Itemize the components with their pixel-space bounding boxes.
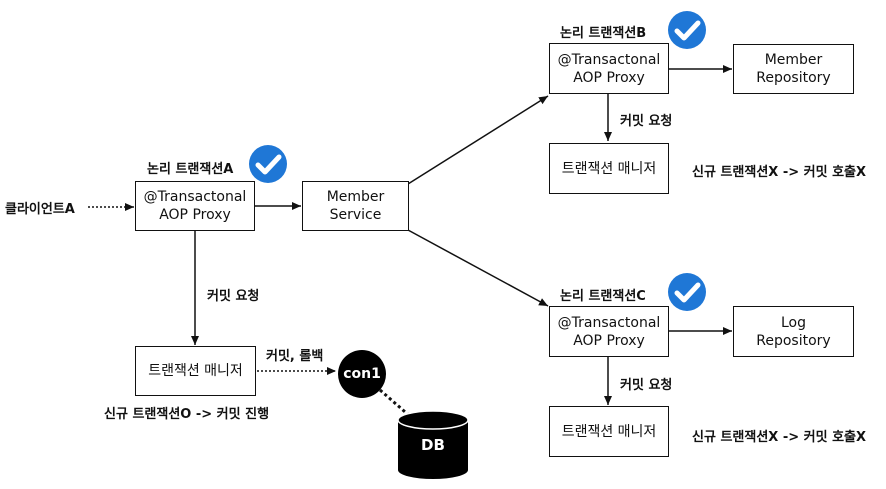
service-to-proxy-c-arrow: [407, 229, 549, 307]
commit-request-a: 커밋 요청: [207, 289, 260, 304]
check-icon-c: [668, 273, 706, 311]
service-to-proxy-b-arrow: [407, 95, 549, 185]
con-to-db-line: [379, 388, 413, 420]
transaction-b-note: 신규 트랜잭션X -> 커밋 호출X: [692, 165, 867, 180]
member-service-line1: Member: [326, 189, 385, 205]
log-repository-box: Log Repository: [733, 306, 854, 357]
proxy-a-box: @Transactonal AOP Proxy: [135, 181, 255, 231]
transaction-c-title: 논리 트랜잭션C: [560, 289, 646, 304]
manager-a-label: 트랜잭션 매니저: [148, 363, 243, 379]
connection-node: con1: [338, 350, 386, 398]
commit-request-b: 커밋 요청: [620, 114, 673, 129]
member-repository-line1: Member: [764, 52, 823, 68]
transaction-a-title: 논리 트랜잭션A: [147, 162, 234, 177]
proxy-b-line1: @Transactonal: [557, 51, 661, 68]
proxy-a-line1: @Transactonal: [143, 189, 247, 205]
commit-rollback-label: 커밋, 롤백: [266, 349, 324, 364]
proxy-b-box: @Transactonal AOP Proxy: [549, 43, 669, 94]
manager-b-box: 트랜잭션 매니저: [549, 143, 669, 194]
proxy-c-line1: @Transactonal: [557, 314, 661, 331]
db-label: DB: [421, 436, 445, 454]
manager-a-box: 트랜잭션 매니저: [135, 346, 256, 396]
client-label: 클라이언트A: [5, 202, 75, 217]
member-repository-line2: Repository: [756, 70, 831, 86]
proxy-c-box: @Transactonal AOP Proxy: [549, 306, 669, 357]
check-icon-a: [249, 145, 287, 183]
check-icon-b: [668, 11, 706, 49]
member-repository-box: Member Repository: [733, 44, 854, 94]
proxy-c-line2: AOP Proxy: [573, 332, 645, 349]
db-cylinder: [397, 410, 469, 479]
commit-request-c: 커밋 요청: [620, 378, 673, 393]
transaction-c-note: 신규 트랜잭션X -> 커밋 호출X: [692, 430, 867, 445]
log-repository-line1: Log: [780, 314, 806, 331]
member-service-box: Member Service: [302, 181, 409, 231]
proxy-b-line2: AOP Proxy: [573, 69, 645, 86]
manager-b-label: 트랜잭션 매니저: [561, 160, 657, 177]
transaction-b-title: 논리 트랜잭션B: [560, 26, 647, 41]
transaction-a-note: 신규 트랜잭션O -> 커밋 진행: [104, 407, 270, 422]
member-service-line2: Service: [329, 207, 382, 223]
manager-c-label: 트랜잭션 매니저: [561, 423, 657, 440]
manager-c-box: 트랜잭션 매니저: [549, 406, 669, 457]
log-repository-line2: Repository: [756, 332, 831, 349]
proxy-a-line2: AOP Proxy: [159, 207, 231, 223]
